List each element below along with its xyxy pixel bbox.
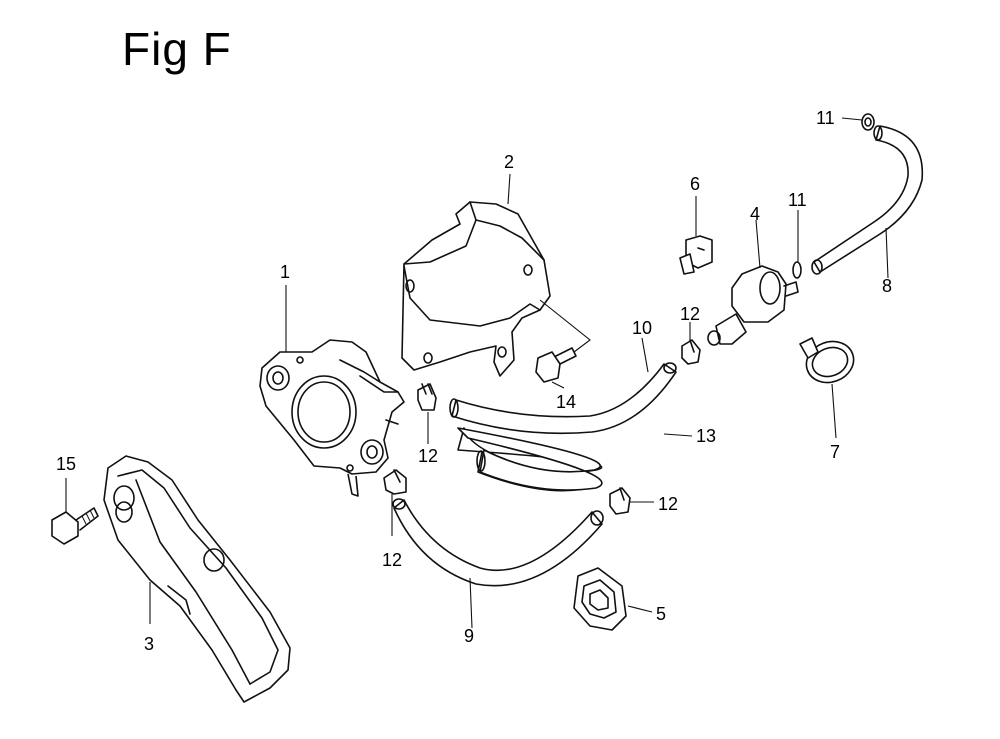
label-part-12-right: 12 [658,494,678,514]
label-part-1: 1 [280,262,290,282]
label-part-11-filter: 11 [788,190,807,210]
label-part-2: 2 [504,152,514,172]
label-part-6: 6 [690,174,700,194]
label-part-11-top: 11 [816,108,835,128]
label-part-7: 7 [830,442,840,462]
part-clamp-12-a [417,383,437,411]
label-part-13: 13 [696,426,716,446]
part-hose-clamp-7 [799,337,855,384]
part-clamp-12-d [681,339,701,365]
part-hose-8 [811,125,924,275]
part-bolt-15 [51,507,99,545]
part-hose-13 [457,427,603,492]
part-hose-9 [392,498,604,587]
part-clamp-11a [861,113,875,131]
label-part-12-top: 12 [680,304,700,324]
label-part-15: 15 [56,454,76,474]
part-clamp-12-b [383,469,407,495]
label-part-14: 14 [556,392,576,412]
label-part-12-lower: 12 [382,550,402,570]
label-part-5: 5 [656,604,666,624]
label-part-8: 8 [882,276,892,296]
part-upper-bracket [401,201,551,377]
label-part-4: 4 [750,204,760,224]
label-part-12-flange: 12 [418,446,438,466]
part-flange-body [259,339,405,497]
label-part-9: 9 [464,626,474,646]
part-grommet-5 [573,567,627,631]
part-bracket-plate [103,455,291,703]
label-part-3: 3 [144,634,154,654]
leader-lines [65,117,889,629]
part-bolt-14 [535,299,591,383]
part-hose-10 [449,362,677,435]
part-fuel-filter [707,265,799,346]
label-part-10: 10 [632,318,652,338]
figure-title: Fig F [122,23,232,75]
part-clamp-11b [792,261,802,279]
part-clip-6 [679,235,713,275]
part-clamp-12-c [609,487,631,515]
